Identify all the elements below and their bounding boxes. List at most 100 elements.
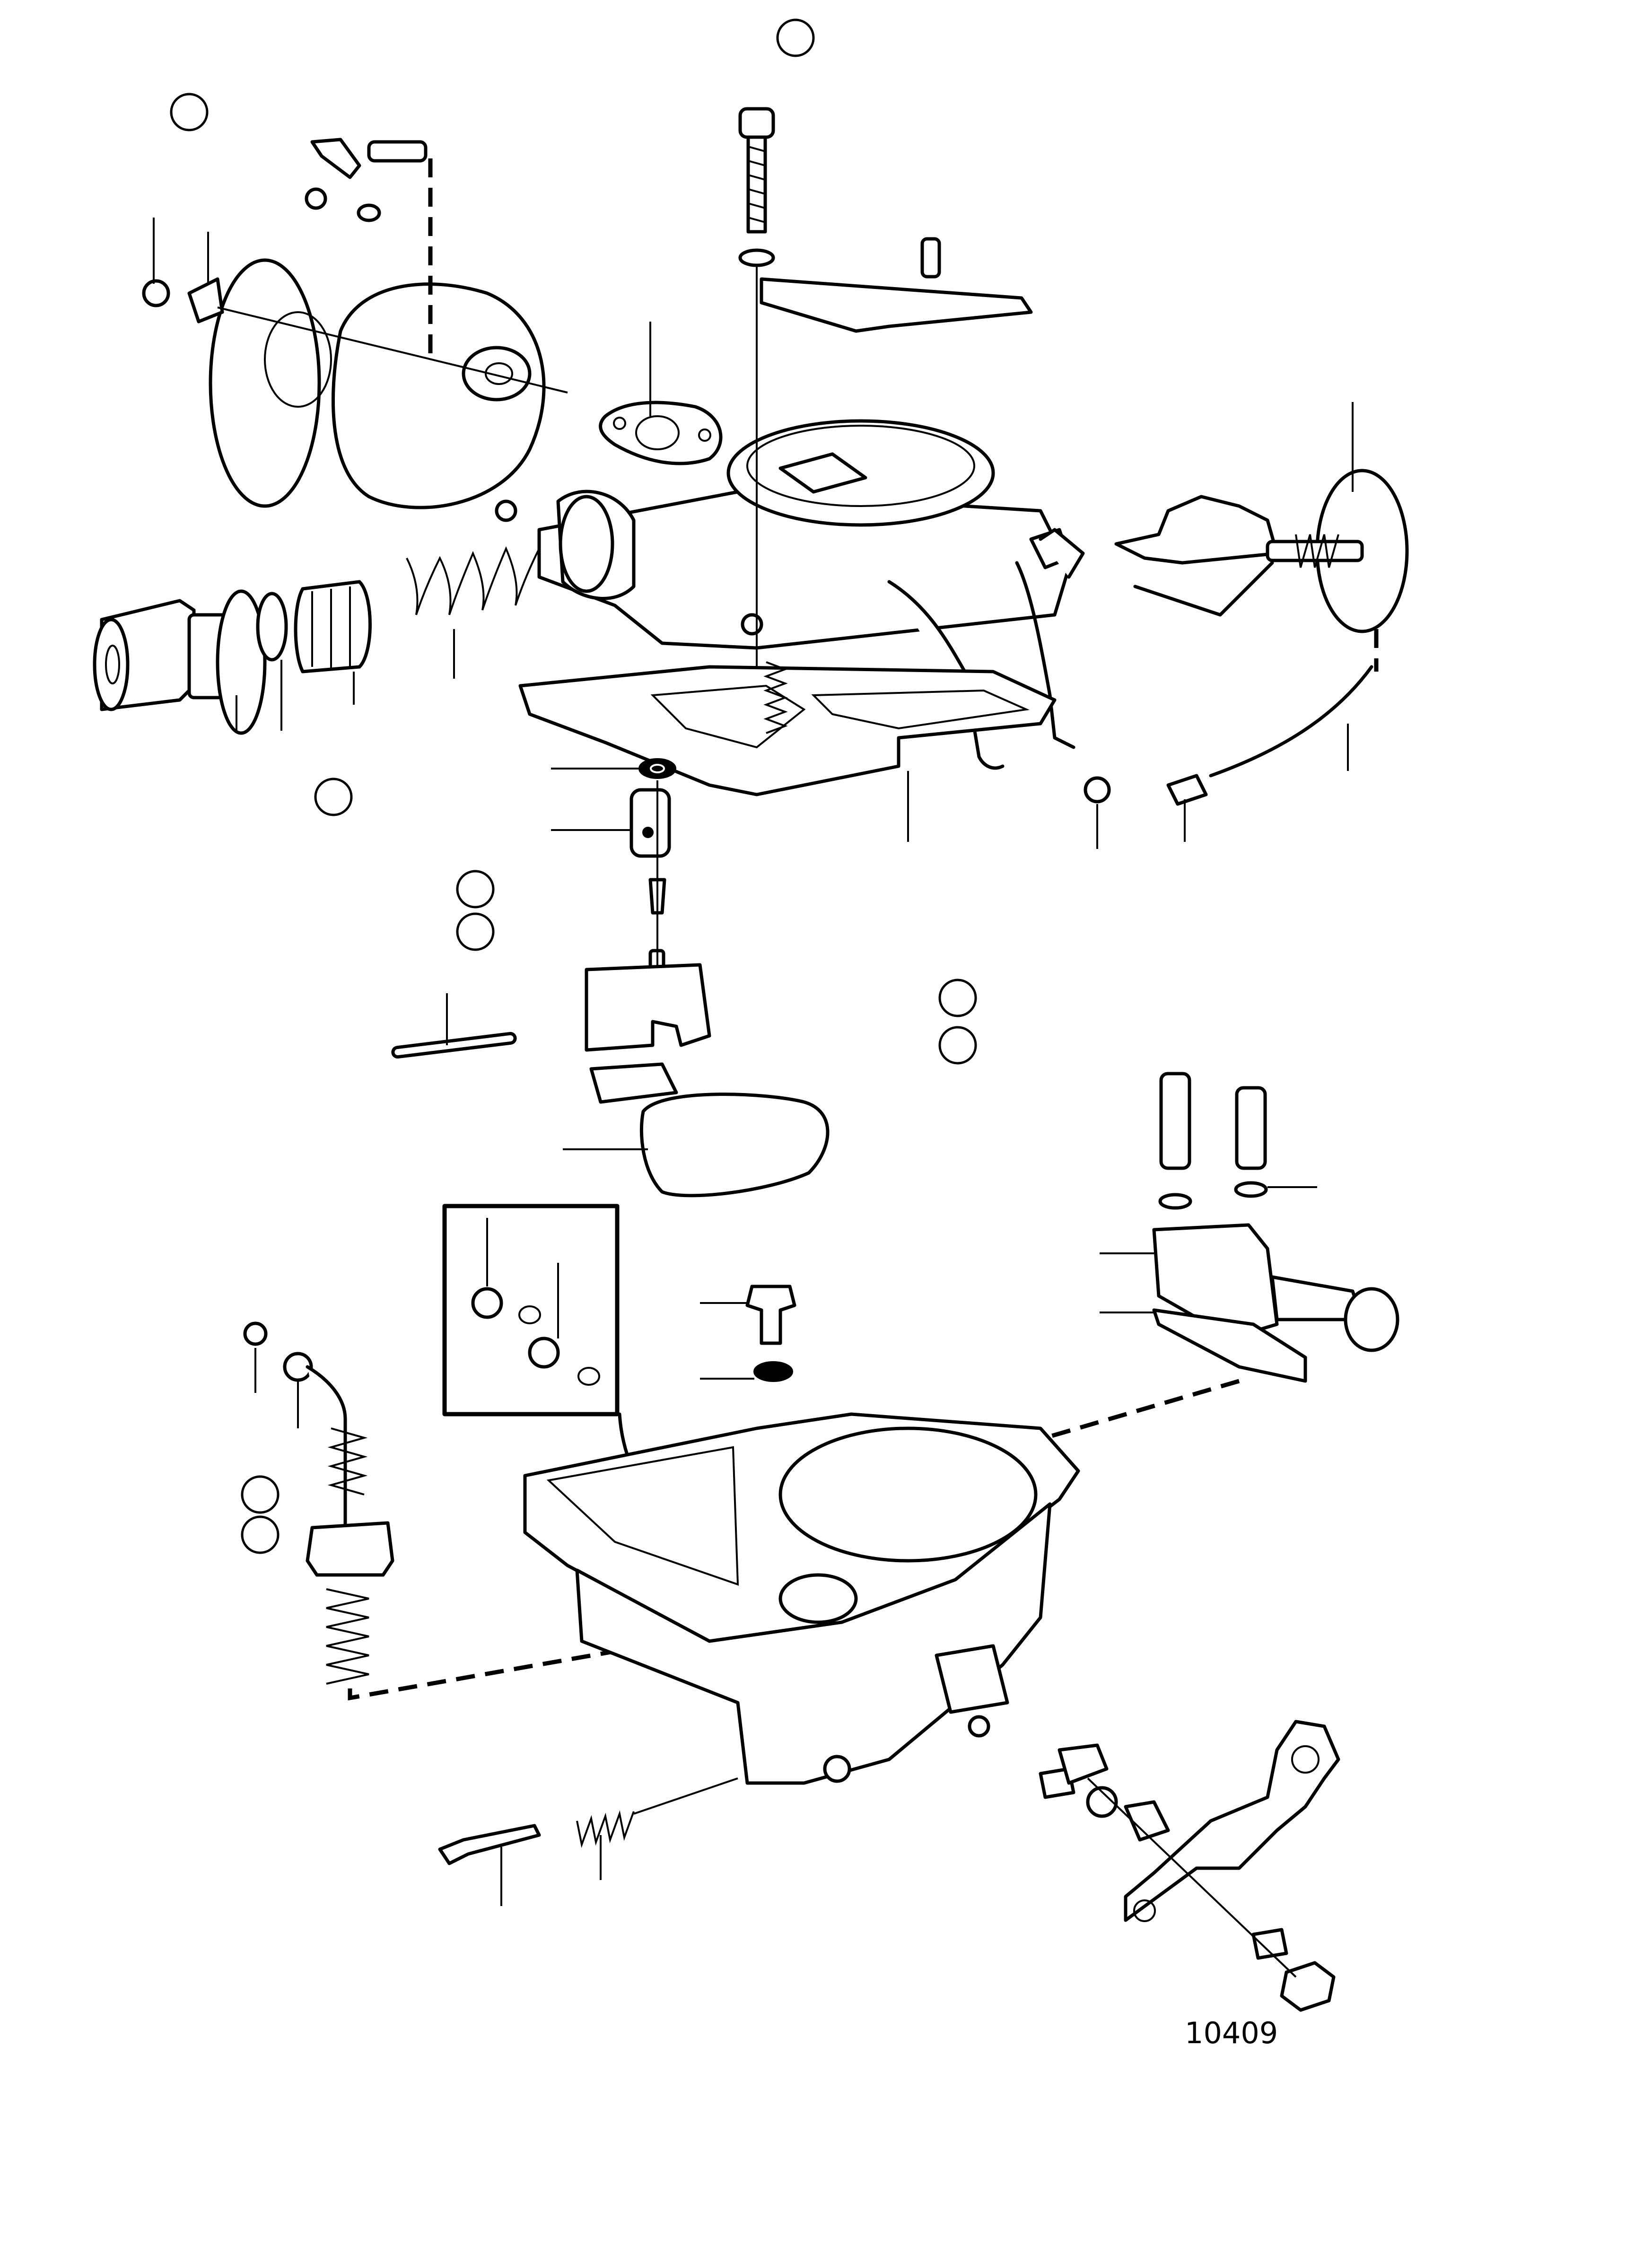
plunger-upper-spring — [327, 1427, 368, 1495]
main-gasket — [518, 665, 1057, 796]
choke-cover-clamp — [187, 277, 224, 324]
inlet-filter — [294, 580, 372, 673]
choke-gasket-hole — [635, 415, 680, 450]
power-valve — [745, 1285, 796, 1382]
main-spring — [763, 661, 788, 734]
pump-diaphragm-assembly — [1084, 469, 1409, 806]
pump-rod — [1039, 528, 1085, 579]
inset-frame — [442, 1204, 620, 1417]
fast-idle-rod — [1015, 561, 1075, 749]
choke-cover-screw — [142, 279, 170, 307]
bowl-venturi — [778, 1426, 1038, 1563]
vacuum-hose — [1209, 665, 1373, 778]
callout-circle — [776, 18, 815, 57]
idle-jet-washer — [577, 1367, 600, 1386]
needle-seat-port — [642, 827, 654, 838]
main-gasket-cutout — [811, 689, 1030, 730]
idle-screw-axis — [633, 1777, 738, 1815]
idle-jet — [528, 1337, 560, 1369]
top-body-inlet-opening — [559, 495, 614, 593]
carburetor-top-body — [537, 419, 1071, 650]
throttle-boss — [935, 1644, 1009, 1714]
hose-clip — [1166, 774, 1208, 806]
callout-circle — [938, 979, 977, 1017]
throttle-washer — [1086, 1786, 1118, 1818]
choke-lever — [310, 138, 361, 179]
inlet-spring — [406, 546, 540, 615]
choke-gasket — [599, 401, 723, 465]
choke-pivot-screw — [305, 187, 327, 210]
choke-pivot-washer — [357, 203, 381, 222]
callout-circles — [170, 18, 977, 1554]
long-bolt-threads — [748, 146, 766, 223]
choke-lever-screw — [367, 140, 428, 163]
main-jet — [471, 1287, 503, 1319]
idle-mixture-screw — [438, 1824, 541, 1865]
choke-cover — [209, 258, 321, 508]
throttle-lever-hole — [1291, 1745, 1320, 1774]
bowl-inner-rim — [546, 1446, 739, 1586]
choke-gasket-bolt-hole — [613, 417, 626, 430]
mount-hole — [823, 1755, 851, 1783]
callout-circle — [456, 912, 495, 951]
choke-axis-line — [217, 306, 568, 394]
throttle-bracket-assembly — [850, 1072, 1399, 1497]
hinge-pin — [391, 1032, 517, 1059]
top-body-air-horn-inner — [746, 425, 975, 507]
callout-circle — [170, 93, 209, 131]
top-cover-plate-group — [738, 107, 1033, 733]
reference-leaders — [153, 218, 1354, 1906]
top-cover-screw — [920, 237, 941, 279]
inlet-gasket-small — [256, 592, 288, 662]
power-valve-body — [745, 1285, 796, 1345]
throttle-lever-hole — [1133, 1899, 1156, 1922]
choke-housing-boss — [462, 346, 532, 402]
throttle-lock-washer — [1251, 1928, 1288, 1960]
throttle-shaft-end — [968, 1715, 990, 1738]
plunger-cup — [306, 1521, 394, 1577]
idle-mixture-spring — [576, 1810, 635, 1848]
float-arm — [589, 1062, 678, 1104]
callout-circle — [241, 1475, 280, 1514]
top-cover-plate — [760, 277, 1033, 333]
inlet-nut-face — [93, 618, 130, 711]
fuel-inlet-assembly — [93, 546, 540, 735]
hose-washer — [1084, 776, 1111, 804]
bracket-arm-boss — [1344, 1287, 1399, 1352]
power-valve-washer — [753, 1361, 793, 1382]
throttle-axis — [1087, 1777, 1297, 1978]
choke-gasket-plate — [599, 401, 723, 465]
throttle-lever-screw — [1124, 1800, 1170, 1842]
bracket-washer-right — [1234, 1181, 1268, 1198]
pump-plunger-assembly — [243, 1321, 781, 1701]
float-assembly — [391, 963, 830, 1198]
needle-seat-washer — [638, 758, 676, 779]
top-body-screw-hole — [741, 613, 763, 636]
pump-diaphragm-spring — [1295, 534, 1339, 568]
bracket-gasket — [1152, 1308, 1307, 1383]
throttle-cam — [1058, 1743, 1109, 1785]
pump-lever-bracket — [1114, 495, 1279, 565]
bracket-screw-left — [1159, 1072, 1191, 1170]
bowl-well — [778, 1573, 858, 1624]
callout-circle — [456, 870, 495, 909]
choke-housing-bore — [485, 362, 513, 385]
bracket-screw-right — [1235, 1086, 1267, 1170]
pump-diaphragm-stem — [1266, 540, 1364, 562]
needle-seat-washer-hole — [650, 764, 665, 773]
float-body — [639, 1093, 830, 1198]
choke-housing-assembly — [142, 138, 568, 522]
long-bolt-washer — [738, 248, 775, 267]
carburetor-main-body — [523, 1412, 1080, 1785]
inlet-filter-mesh — [311, 586, 351, 669]
choke-bimetal-spring — [264, 311, 332, 408]
main-jet-washer — [518, 1305, 541, 1324]
drawing-number: 10409 — [1185, 2016, 1278, 2050]
callout-circle — [314, 778, 353, 816]
needle-valve-stack — [629, 661, 788, 993]
long-bolt-shank — [746, 135, 767, 234]
callout-circle — [938, 1026, 977, 1065]
needle-seat — [629, 788, 671, 858]
bracket-washer-left — [1158, 1193, 1192, 1210]
